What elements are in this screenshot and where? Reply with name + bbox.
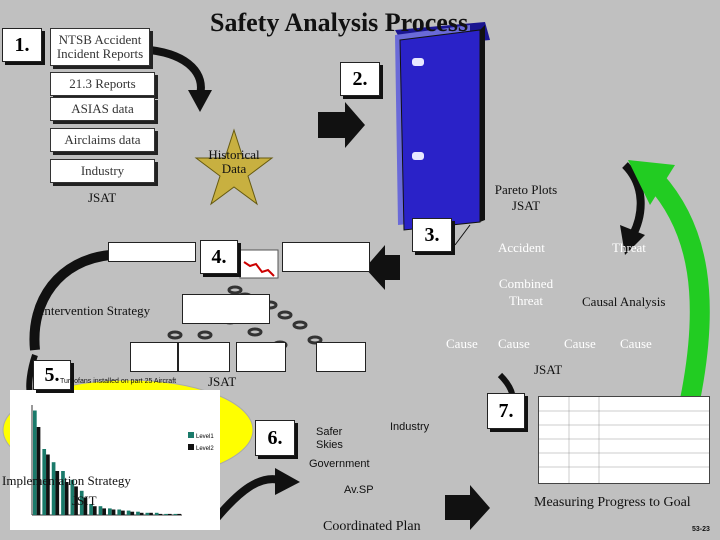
- step-4-marker: 4.: [200, 240, 238, 274]
- chart-bar: [51, 462, 56, 515]
- chart-bar: [42, 449, 47, 515]
- node-cause-2: Cause: [498, 336, 530, 351]
- chart-bar: [108, 508, 112, 515]
- chart-bar: [36, 427, 41, 515]
- pareto-label: Pareto Plots JSAT: [494, 182, 558, 213]
- chart-bar: [117, 509, 122, 515]
- chart-bar: [83, 497, 88, 515]
- chart-bar: [154, 512, 159, 515]
- blank-box: [316, 342, 366, 372]
- step-6-marker: 6.: [255, 420, 295, 456]
- chart-bar: [121, 510, 125, 515]
- coordinated-plan-label: Coordinated Plan: [323, 519, 421, 534]
- chart-caption: Turbofans installed on part 25 Aircraft: [60, 378, 177, 385]
- chart-bar: [158, 513, 163, 515]
- blank-box: [182, 294, 270, 324]
- source-airclaims: Airclaims data: [50, 128, 155, 152]
- safer-skies-label: Safer Skies: [316, 426, 343, 452]
- page-number: 53-23: [692, 526, 710, 533]
- chart-bar: [98, 506, 103, 515]
- chart-bar: [89, 504, 93, 515]
- chart-bar: [111, 509, 116, 515]
- blank-box: [236, 342, 286, 372]
- source-industry: Industry: [50, 159, 155, 183]
- chart-bar: [92, 506, 97, 515]
- node-cause-4: Cause: [620, 336, 652, 351]
- legend-swatch: [188, 444, 194, 450]
- chart-bar: [70, 479, 75, 515]
- jsat-mid-label: JSAT: [208, 374, 237, 389]
- node-cause-3: Cause: [564, 336, 596, 351]
- industry-label: Industry: [390, 421, 430, 433]
- causal-analysis-label: Causal Analysis: [582, 294, 666, 309]
- step-2-marker: 2.: [340, 62, 380, 96]
- chart-bar: [145, 512, 150, 515]
- chart-bar: [136, 511, 140, 515]
- chart-bar: [61, 471, 65, 515]
- chart-bar: [167, 513, 172, 515]
- chart-bar: [74, 486, 78, 515]
- chart-bar: [102, 508, 106, 515]
- chart-bar: [64, 482, 69, 515]
- chart-bar: [130, 511, 135, 515]
- step-1-marker: 1.: [2, 28, 42, 62]
- causal-jsat-label: JSAT: [534, 362, 563, 377]
- node-accident: Accident: [498, 240, 545, 255]
- source-asias: ASIAS data: [50, 97, 155, 121]
- legend-swatch: [188, 432, 194, 438]
- step-3-marker: 3.: [412, 218, 452, 252]
- blank-box: [130, 342, 178, 372]
- chart-bar: [55, 471, 60, 515]
- node-threat: Threat: [612, 240, 646, 255]
- chart-bar: [177, 513, 181, 515]
- chart-bar: [139, 512, 144, 515]
- node-cause-1: Cause: [446, 336, 478, 351]
- implementation-strategy-label: Implementation Strategy: [2, 473, 131, 488]
- chart-bar: [33, 410, 37, 515]
- chart-bar: [164, 513, 168, 515]
- measuring-table: [538, 396, 710, 484]
- chart-bar: [173, 513, 178, 515]
- measuring-label: Measuring Progress to Goal: [534, 495, 691, 510]
- avsp-label: Av.SP: [344, 484, 374, 496]
- blank-box: [108, 242, 196, 262]
- chart-bar: [126, 510, 131, 515]
- step-5-marker: 5.: [33, 360, 71, 390]
- star-label: Historical Data: [208, 147, 260, 176]
- blank-box: [282, 242, 370, 272]
- chart-bar: [149, 512, 153, 515]
- government-label: Government: [309, 458, 370, 470]
- blank-box: [178, 342, 230, 372]
- node-combined-threat: Combined Threat: [498, 276, 554, 308]
- step-7-marker: 7.: [487, 393, 525, 429]
- legend-label: Level2: [196, 446, 214, 452]
- source-part213: 21.3 Reports: [50, 72, 155, 96]
- chart-bar: [79, 490, 84, 515]
- page-title: Safety Analysis Process: [210, 8, 469, 37]
- chart-bar: [46, 454, 50, 515]
- legend-label: Level1: [196, 434, 214, 440]
- source-jsat: JSAT: [88, 190, 117, 205]
- source-ntsb: NTSB Accident Incident Reports: [50, 28, 150, 66]
- star-icon: [194, 128, 274, 206]
- intervention-strategy-label: Intervention Strategy: [40, 303, 151, 318]
- jsit-label: JSIT: [72, 493, 97, 508]
